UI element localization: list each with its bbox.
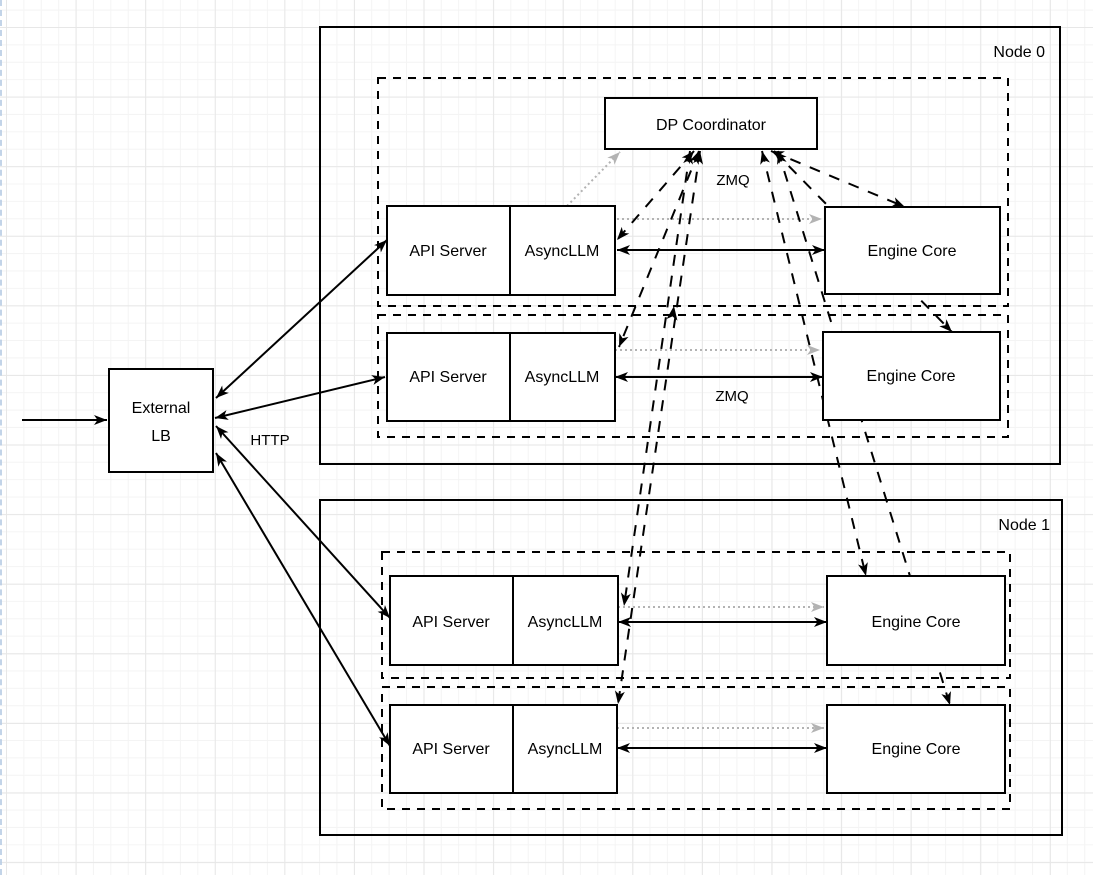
n1r1-api-async-box [389, 575, 619, 666]
n1r1-api-label: API Server [412, 614, 490, 631]
n0r1-engine-label: Engine Core [868, 243, 957, 260]
zmq-label-row2: ZMQ [715, 388, 748, 405]
n1r1-async-label: AsyncLLM [528, 614, 603, 631]
lb-api-arrow-n0r1 [215, 239, 388, 399]
n0r2-api-async-box [386, 332, 616, 422]
node0-label: Node 0 [993, 44, 1045, 61]
zmq-label-top: ZMQ [716, 172, 749, 189]
dp-coordinator-label: DP Coordinator [656, 117, 767, 134]
box-labels: External LB DP Coordinator API Server As… [132, 117, 961, 758]
dp-engine-arrow-n0r1 [770, 150, 906, 208]
solid-arrows [22, 239, 827, 753]
n0r1-engine-box [824, 206, 1001, 295]
n1r2-engine-box [826, 704, 1006, 794]
n1r2-api-async-box [389, 704, 618, 794]
n1r1-engine-box [826, 575, 1006, 666]
n0r2-engine-box [822, 331, 1001, 421]
n1r2-engine-label: Engine Core [872, 741, 961, 758]
component-boxes [108, 97, 1006, 794]
n1r2-async-label: AsyncLLM [528, 741, 603, 758]
page-break-line [0, 0, 2, 875]
dp-coordinator-box [604, 97, 818, 150]
n0r1-api-label: API Server [409, 243, 487, 260]
node1-label: Node 1 [998, 517, 1050, 534]
lb-api-arrow-n1r2 [215, 452, 391, 747]
n1r1-engine-label: Engine Core [872, 614, 961, 631]
n0r1-api-async-box [386, 205, 616, 296]
http-label: HTTP [250, 432, 289, 449]
n0r1-async-label: AsyncLLM [525, 243, 600, 260]
n1r2-api-label: API Server [412, 741, 490, 758]
external-lb-label-line1: External [132, 400, 191, 417]
n0r2-api-label: API Server [409, 369, 487, 386]
mid-up-arrowhead [666, 306, 678, 321]
n0r2-engine-label: Engine Core [867, 368, 956, 385]
lb-api-arrow-n1r1 [215, 425, 391, 619]
lb-api-arrow-n0r2 [214, 375, 386, 420]
dp-async-arrow-n0r1 [616, 150, 695, 241]
startup-arrow-async-to-dp [566, 151, 621, 207]
external-lb-box [108, 368, 214, 473]
n0r2-async-label: AsyncLLM [525, 369, 600, 386]
edge-labels: HTTP ZMQ ZMQ [250, 172, 749, 449]
external-lb-label-line2: LB [151, 428, 171, 445]
dp-async-arrow-n1r2 [614, 150, 704, 705]
